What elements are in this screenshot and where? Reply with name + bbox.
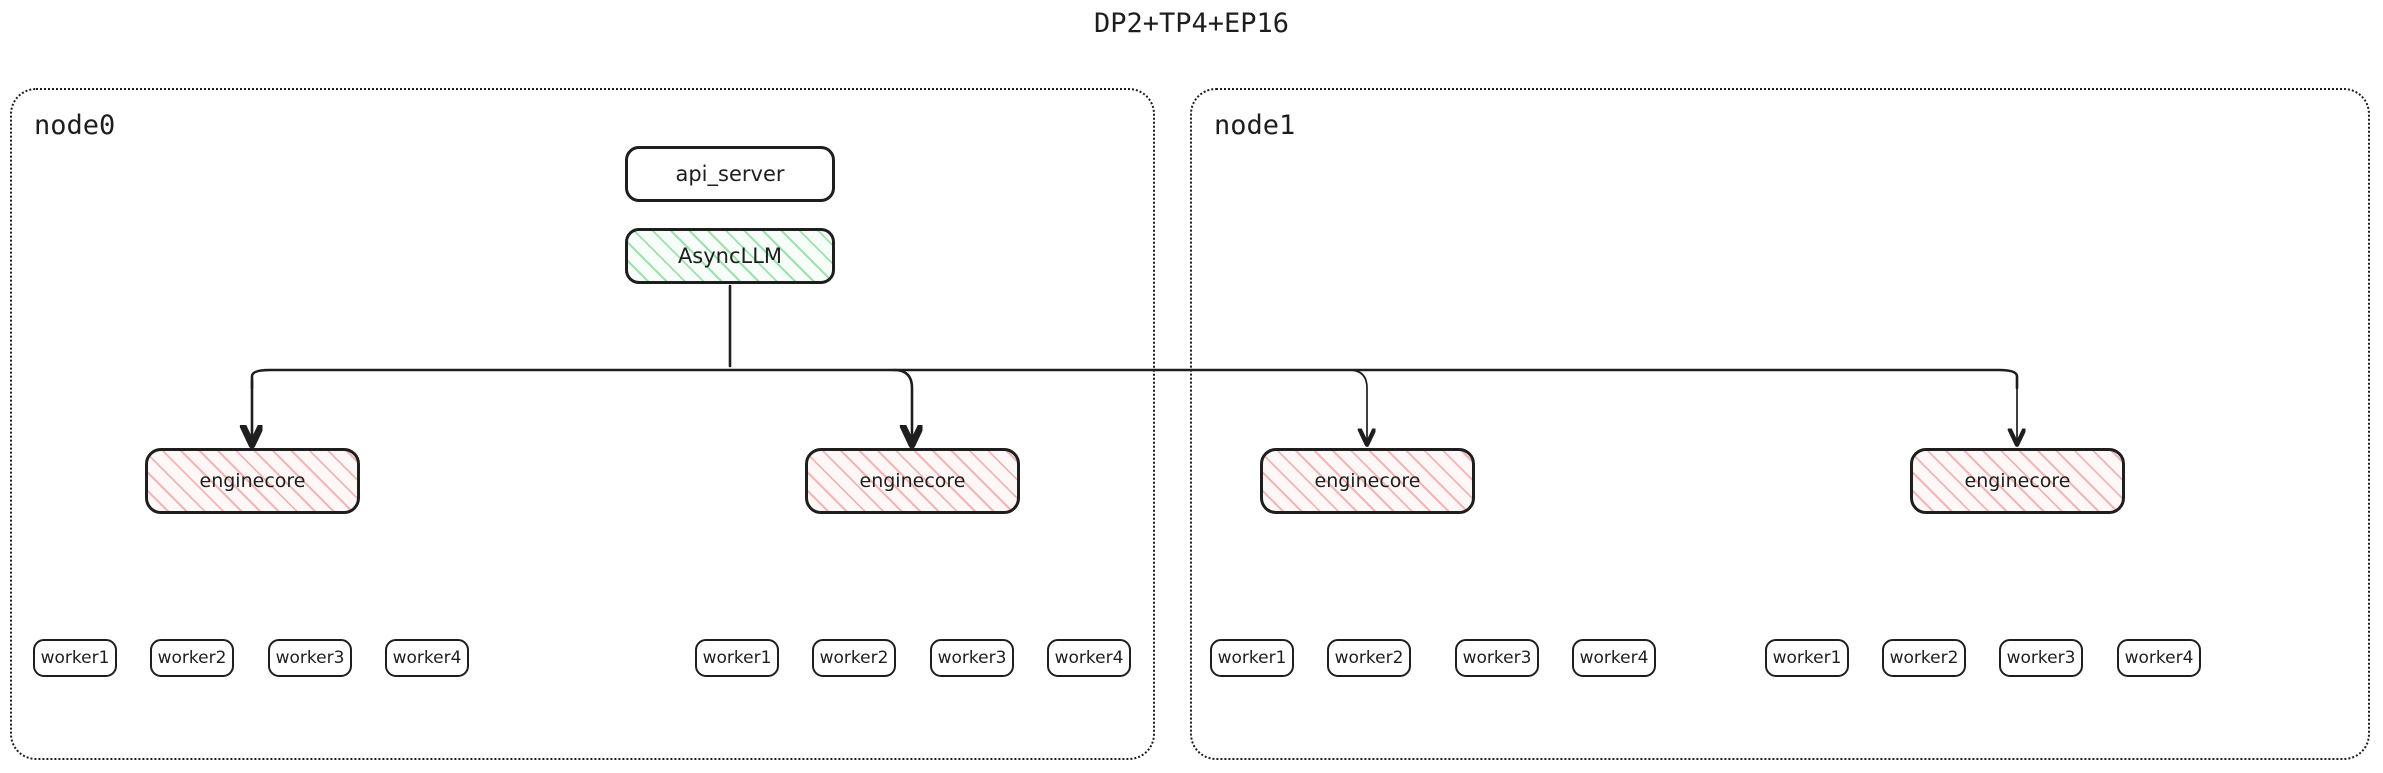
async-llm-label: AsyncLLM [677,244,783,268]
worker-label: worker2 [819,648,889,668]
worker-box[interactable]: worker4 [2117,639,2201,677]
enginecore-box[interactable]: enginecore [145,448,360,514]
worker-label: worker2 [157,648,227,668]
page-title: DP2+TP4+EP16 [1093,8,1290,39]
worker-label: worker4 [1579,648,1649,668]
async-llm-box[interactable]: AsyncLLM [625,228,835,284]
worker-box[interactable]: worker1 [33,639,117,677]
worker-box[interactable]: worker3 [930,639,1014,677]
enginecore-box[interactable]: enginecore [1260,448,1475,514]
worker-box[interactable]: worker2 [150,639,234,677]
enginecore-box[interactable]: enginecore [1910,448,2125,514]
enginecore-label: enginecore [1314,470,1421,492]
worker-box[interactable]: worker1 [1765,639,1849,677]
worker-box[interactable]: worker1 [1210,639,1294,677]
worker-label: worker2 [1334,648,1404,668]
worker-box[interactable]: worker4 [1047,639,1131,677]
node-container-node0 [10,88,1155,760]
worker-label: worker1 [40,648,110,668]
worker-label: worker1 [1772,648,1842,668]
worker-label: worker3 [275,648,345,668]
worker-label: worker3 [1462,648,1532,668]
worker-box[interactable]: worker2 [812,639,896,677]
worker-box[interactable]: worker3 [1455,639,1539,677]
node-container-node1 [1190,88,2370,760]
api-server-box[interactable]: api_server [625,146,835,202]
worker-box[interactable]: worker3 [268,639,352,677]
enginecore-box[interactable]: enginecore [805,448,1020,514]
enginecore-label: enginecore [1964,470,2071,492]
worker-box[interactable]: worker3 [1999,639,2083,677]
worker-label: worker1 [702,648,772,668]
node-label-node0: node0 [34,110,116,141]
worker-box[interactable]: worker4 [385,639,469,677]
worker-label: worker4 [392,648,462,668]
enginecore-label: enginecore [199,470,306,492]
enginecore-label: enginecore [859,470,966,492]
worker-label: worker4 [1054,648,1124,668]
worker-label: worker3 [2006,648,2076,668]
worker-box[interactable]: worker2 [1327,639,1411,677]
api-server-label: api_server [675,162,785,186]
worker-label: worker2 [1889,648,1959,668]
worker-label: worker3 [937,648,1007,668]
worker-box[interactable]: worker4 [1572,639,1656,677]
worker-box[interactable]: worker1 [695,639,779,677]
worker-label: worker4 [2124,648,2194,668]
worker-box[interactable]: worker2 [1882,639,1966,677]
worker-label: worker1 [1217,648,1287,668]
node-label-node1: node1 [1214,110,1296,141]
